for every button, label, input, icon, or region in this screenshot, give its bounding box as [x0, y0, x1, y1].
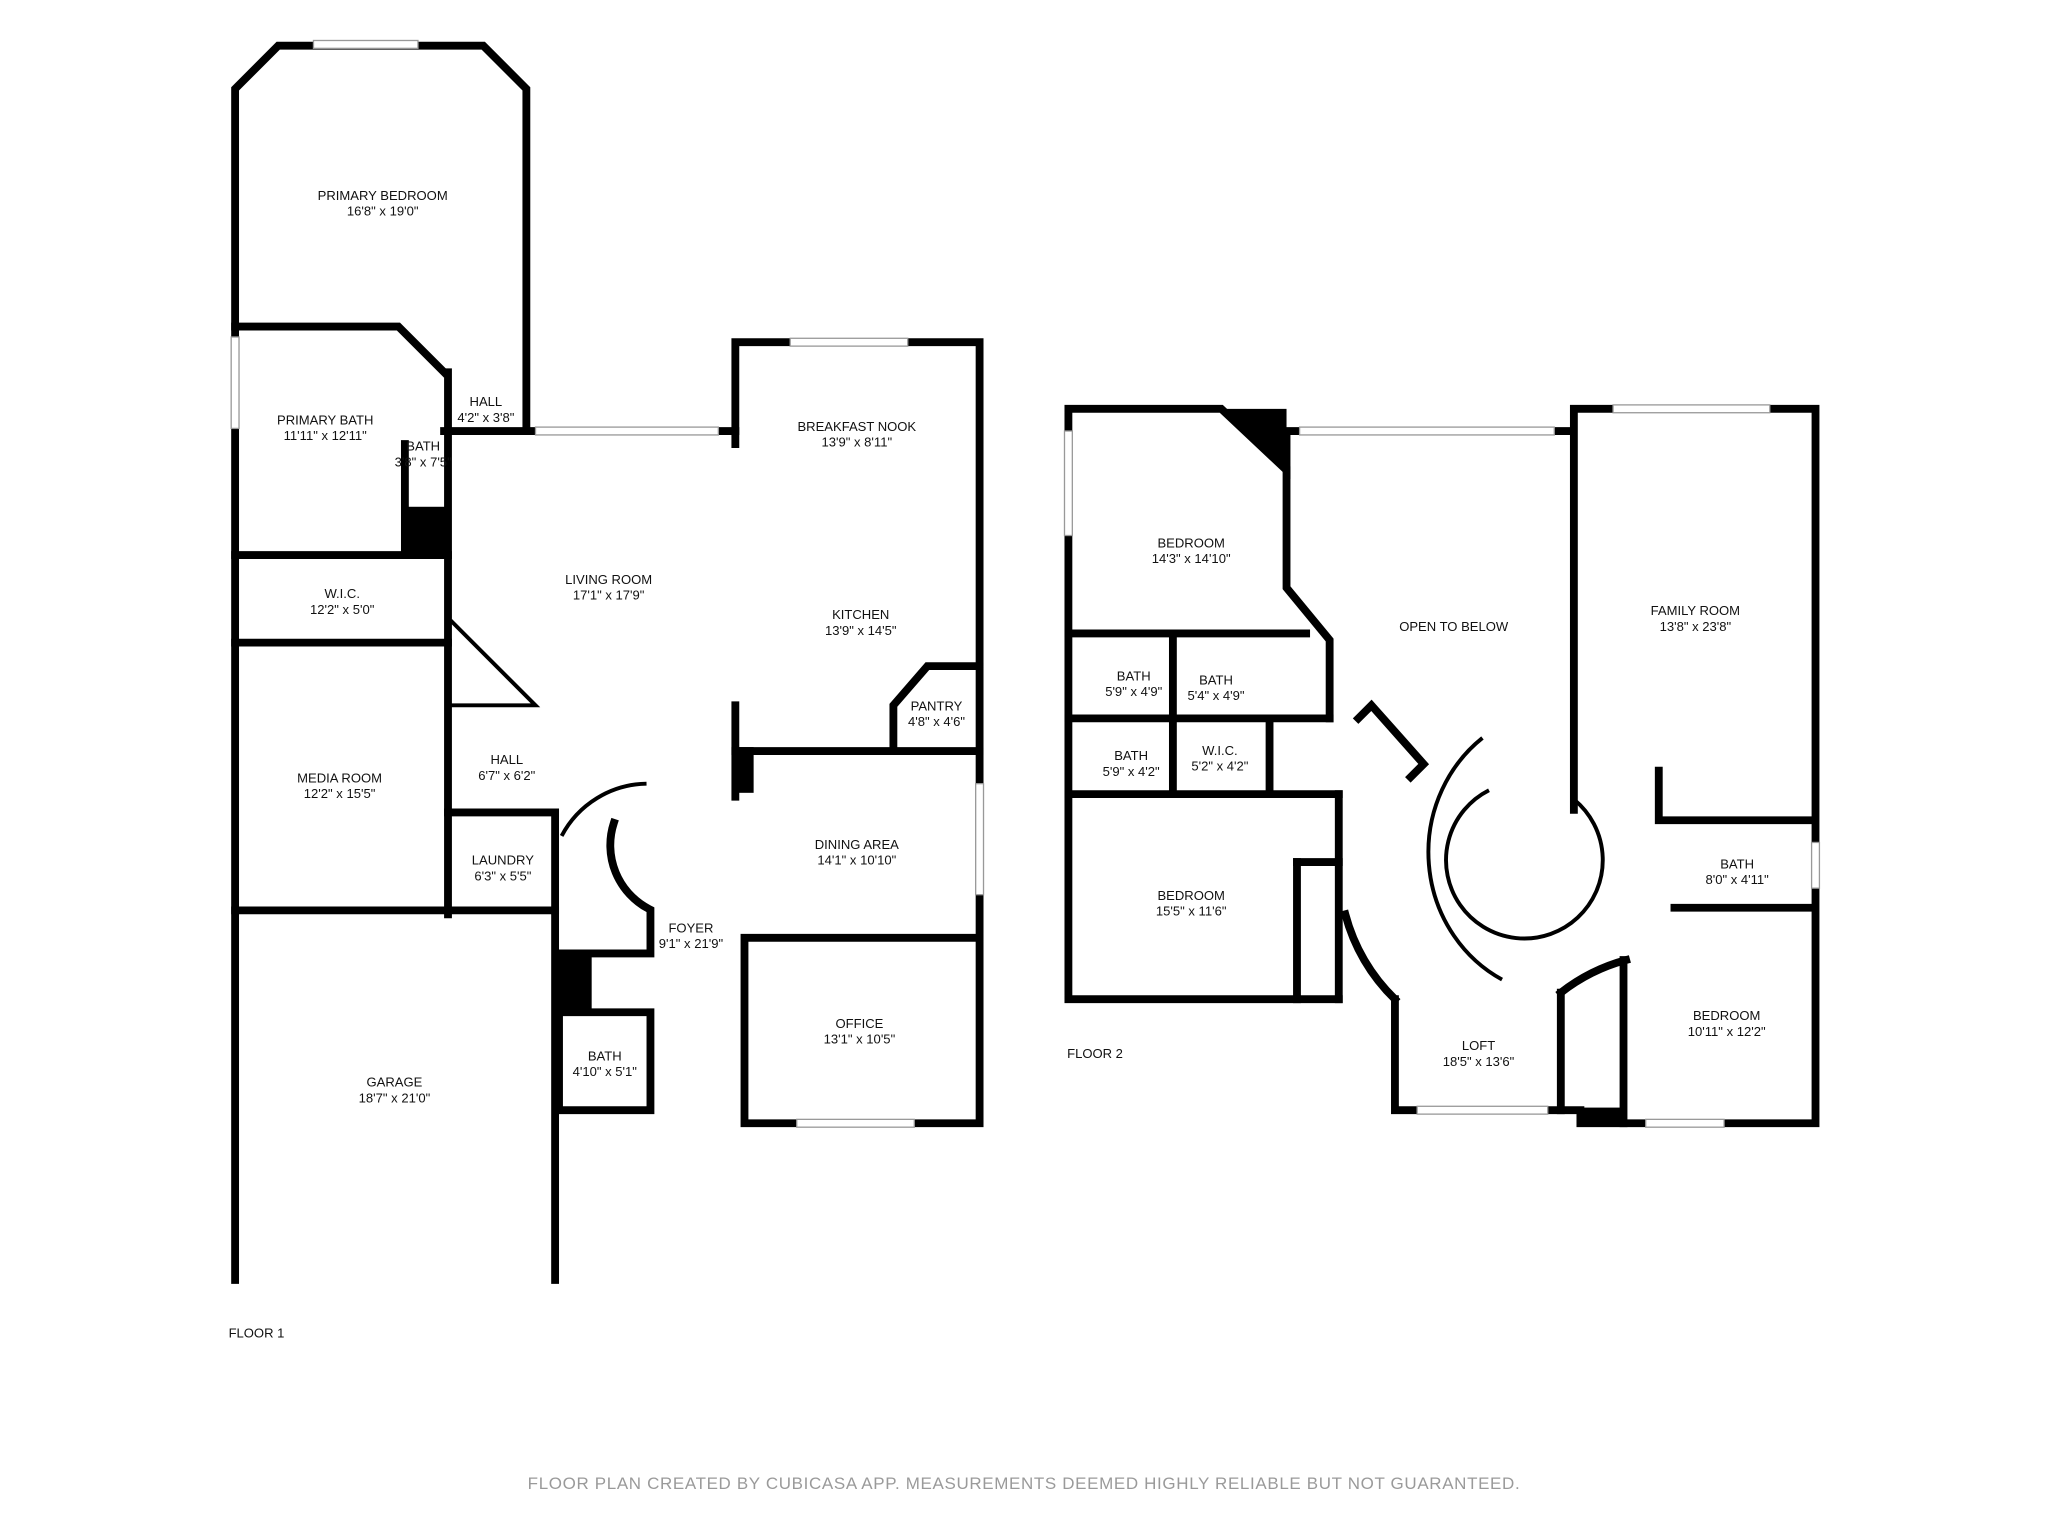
room-size: 13'9" x 14'5" [825, 623, 897, 638]
room-name: BATH [1117, 668, 1151, 683]
room-size: 11'11" x 12'11" [284, 428, 368, 443]
room-size: 4'8" x 4'6" [908, 714, 965, 729]
room-size: 9'1" x 21'9" [659, 936, 724, 951]
room-size: 6'7" x 6'2" [478, 768, 535, 783]
room-size: 14'1" x 10'10" [817, 853, 896, 868]
room-name: FOYER [668, 921, 713, 936]
room-size: 6'3" x 5'5" [474, 868, 531, 883]
room-size: 4'10" x 5'1" [573, 1064, 638, 1079]
room-name: BATH [588, 1049, 622, 1064]
room-name: HALL [470, 394, 503, 409]
room-size: 5'9" x 4'2" [1103, 764, 1160, 779]
room-size: 12'2" x 15'5" [304, 786, 376, 801]
room-size: 13'8" x 23'8" [1660, 619, 1732, 634]
room-size: 13'9" x 8'11" [822, 435, 893, 450]
room-name: DINING AREA [815, 837, 899, 852]
room-name: BEDROOM [1157, 535, 1224, 550]
floor-1-walls [230, 39, 985, 1284]
room-size: 5'9" x 4'9" [1105, 684, 1162, 699]
room-name: PRIMARY BEDROOM [318, 188, 448, 203]
floor-1-label: FLOOR 1 [229, 1325, 285, 1340]
floor-2-label: FLOOR 2 [1067, 1046, 1123, 1061]
room-name: KITCHEN [832, 607, 889, 622]
room-name: FAMILY ROOM [1651, 603, 1740, 618]
room-size: 8'0" x 4'11" [1705, 872, 1769, 887]
room-size: 18'5" x 13'6" [1443, 1054, 1515, 1069]
room-size: 5'2" x 4'2" [1191, 759, 1248, 774]
room-size: 3'8" x 7'5" [395, 454, 452, 469]
room-size: 17'1" x 17'9" [573, 588, 645, 603]
room-size: 18'7" x 21'0" [359, 1090, 431, 1105]
room-size: 13'1" x 10'5" [824, 1032, 896, 1047]
room-size: 12'2" x 5'0" [310, 602, 375, 617]
room-name: BEDROOM [1157, 888, 1224, 903]
room-name: PRIMARY BATH [277, 412, 373, 427]
room-name: BATH [1199, 672, 1233, 687]
room-name: GARAGE [367, 1075, 423, 1090]
room-name: BATH [406, 439, 440, 454]
room-size: 14'3" x 14'10" [1152, 551, 1231, 566]
disclaimer: FLOOR PLAN CREATED BY CUBICASA APP. MEAS… [528, 1474, 1521, 1493]
room-name: W.I.C. [324, 586, 360, 601]
room-name: LOFT [1462, 1038, 1495, 1053]
room-size: 5'4" x 4'9" [1187, 688, 1244, 703]
room-name: W.I.C. [1202, 743, 1238, 758]
room-size: 10'11" x 12'2" [1688, 1024, 1766, 1039]
room-name: LAUNDRY [472, 853, 534, 868]
room-name: MEDIA ROOM [297, 770, 382, 785]
room-name: BATH [1720, 857, 1754, 872]
room-name: PANTRY [911, 699, 963, 714]
room-name: HALL [490, 752, 523, 767]
floor-2-walls [1063, 404, 1821, 1128]
room-name: BEDROOM [1693, 1008, 1760, 1023]
room-name: BREAKFAST NOOK [797, 419, 916, 434]
room-name: OPEN TO BELOW [1399, 619, 1509, 634]
room-name: OFFICE [836, 1016, 884, 1031]
room-size: 15'5" x 11'6" [1156, 904, 1227, 919]
room-name: LIVING ROOM [565, 572, 652, 587]
room-size: 16'8" x 19'0" [347, 204, 419, 219]
room-size: 4'2" x 3'8" [457, 410, 514, 425]
room-name: BATH [1114, 748, 1148, 763]
